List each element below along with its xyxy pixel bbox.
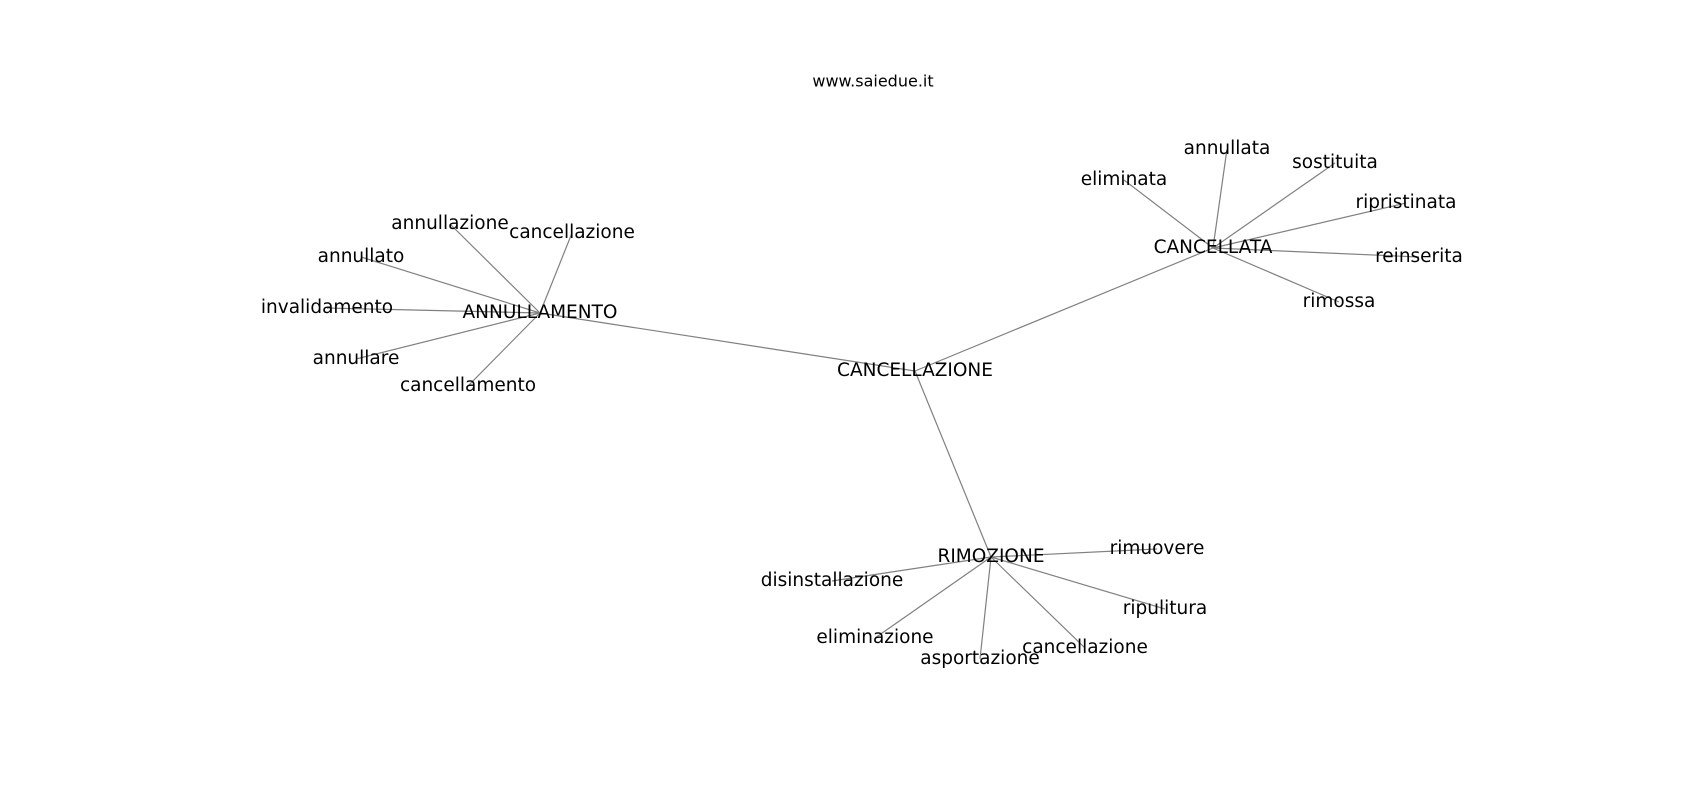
edges	[326, 148, 1420, 660]
hub-node-label: CANCELLATA	[1154, 237, 1273, 258]
edge-h2-h2d	[1212, 202, 1407, 249]
leaf-node-label: annullazione	[391, 213, 508, 234]
leaf-node-label: annullare	[313, 348, 400, 369]
leaf-node-label: asportazione	[920, 648, 1040, 669]
edge-center-h1	[539, 312, 916, 372]
leaf-node-label: cancellazione	[509, 222, 635, 243]
watermark-text: www.saiedue.it	[812, 72, 933, 91]
leaf-node-label: reinserita	[1375, 246, 1463, 267]
leaf-node-label: rimossa	[1303, 291, 1376, 312]
edge-h3-h3b	[831, 556, 992, 582]
leaf-node-label: eliminata	[1081, 169, 1167, 190]
edge-h1-h1e	[355, 312, 541, 360]
edge-h2-h2f	[1212, 247, 1340, 303]
edge-h3-h3d	[874, 556, 992, 639]
leaf-node-label: annullata	[1184, 138, 1271, 159]
edge-h2-h2a	[1123, 179, 1214, 249]
leaf-node-label: annullato	[318, 246, 405, 267]
leaf-node-label: ripulitura	[1123, 598, 1207, 619]
edge-center-h3	[914, 370, 992, 558]
leaf-node-label: eliminazione	[816, 627, 933, 648]
leaf-node-label: sostituita	[1292, 152, 1378, 173]
edge-h1-h1b	[539, 232, 573, 314]
edge-h1-h1a	[449, 223, 541, 314]
leaf-node-label: invalidamento	[261, 297, 393, 318]
edge-h2-h2e	[1212, 247, 1420, 258]
edge-center-h2	[914, 247, 1214, 372]
edge-h3-h3e	[979, 556, 992, 660]
edge-h3-h3a	[990, 548, 1158, 558]
leaf-node-label: disinstallazione	[761, 570, 904, 591]
edge-h3-h3c	[990, 556, 1166, 610]
leaf-node-label: rimuovere	[1110, 538, 1205, 559]
edge-h3-h3f	[990, 556, 1086, 649]
edge-h1-h1d	[326, 307, 541, 314]
leaf-node-label: ripristinata	[1356, 192, 1457, 213]
leaf-node-label: cancellazione	[1022, 637, 1148, 658]
edge-h2-h2c	[1212, 162, 1336, 249]
hub-node-label: ANNULLAMENTO	[463, 302, 618, 323]
edge-h1-h1c	[360, 256, 541, 314]
leaf-node-label: cancellamento	[400, 375, 536, 396]
hub-node-label: RIMOZIONE	[937, 546, 1044, 567]
edge-h2-h2b	[1212, 148, 1228, 249]
edge-h1-h1f	[467, 312, 541, 387]
center-node-label: CANCELLAZIONE	[837, 360, 993, 381]
